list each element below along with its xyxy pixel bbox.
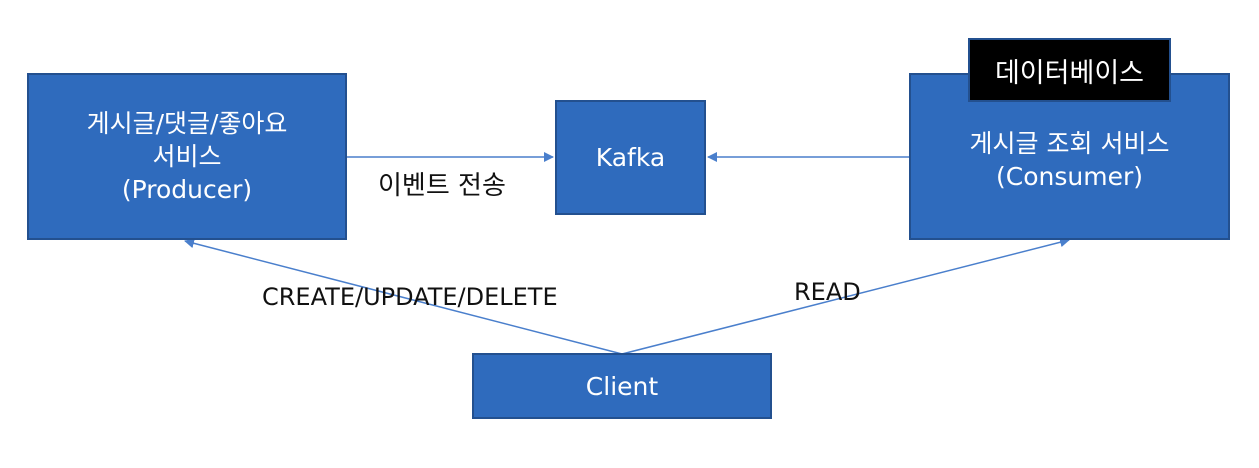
kafka-label: Kafka xyxy=(595,143,666,172)
edge-label-read: READ xyxy=(794,278,861,306)
database-badge: 데이터베이스 xyxy=(968,38,1171,102)
producer-role: (Producer) xyxy=(121,175,253,204)
producer-title-line2: 서비스 xyxy=(152,142,222,171)
edge-label-create-update-delete: CREATE/UPDATE/DELETE xyxy=(262,283,558,311)
arrow-client-to-producer xyxy=(184,238,623,355)
client-box: Client xyxy=(472,353,772,419)
client-label: Client xyxy=(585,371,659,401)
arrow-client-to-consumer xyxy=(621,237,1070,355)
kafka-box: Kafka xyxy=(555,100,706,215)
consumer-role: (Consumer) xyxy=(996,161,1143,191)
consumer-title: 게시글 조회 서비스 xyxy=(969,128,1170,158)
producer-title-line1: 게시글/댓글/좋아요 xyxy=(86,109,288,138)
edge-label-event-send: 이벤트 전송 xyxy=(378,171,506,201)
producer-service-box: 게시글/댓글/좋아요 서비스 (Producer) xyxy=(27,73,347,240)
